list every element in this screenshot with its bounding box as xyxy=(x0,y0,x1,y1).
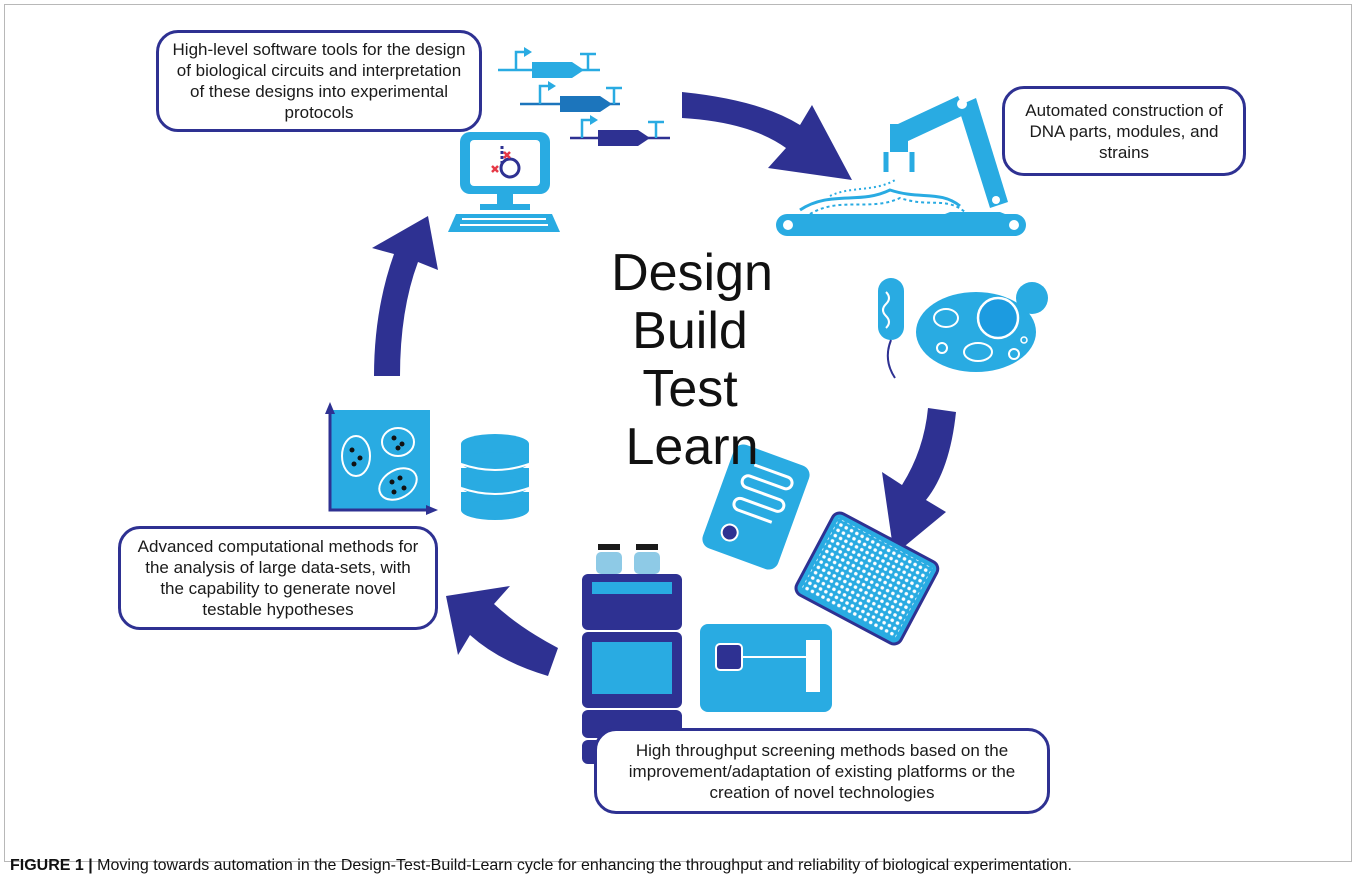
database-icon xyxy=(460,434,530,520)
lab-instruments-icon xyxy=(582,444,940,764)
arrow-build-to-test xyxy=(882,408,956,555)
center-word-learn: Learn xyxy=(625,418,759,476)
caption-label: FIGURE 1 | xyxy=(10,857,93,874)
cell-icons xyxy=(878,278,1048,379)
figure-caption: FIGURE 1 | Moving towards automation in … xyxy=(10,856,1350,876)
arrow-learn-to-design xyxy=(372,216,438,376)
robotic-arm-icon xyxy=(776,96,1026,236)
callout-learn: Advanced computational methods for the a… xyxy=(118,526,438,630)
callout-build: Automated construction of DNA parts, mod… xyxy=(1002,86,1246,176)
figure-frame xyxy=(4,4,1352,862)
center-word-design: Design xyxy=(611,244,773,302)
arrow-design-to-build xyxy=(682,92,852,180)
center-word-test: Test xyxy=(642,360,738,418)
scatter-plot-icon xyxy=(325,402,438,515)
arrow-test-to-learn xyxy=(446,586,558,676)
callout-design: High-level software tools for the design… xyxy=(156,30,482,132)
callout-test: High throughput screening methods based … xyxy=(594,728,1050,814)
computer-icon xyxy=(448,132,560,232)
center-word-build: Build xyxy=(632,302,748,360)
genetic-circuit-icon xyxy=(498,47,670,146)
cycle-arrows xyxy=(372,92,956,676)
caption-text: Moving towards automation in the Design-… xyxy=(92,857,1072,874)
